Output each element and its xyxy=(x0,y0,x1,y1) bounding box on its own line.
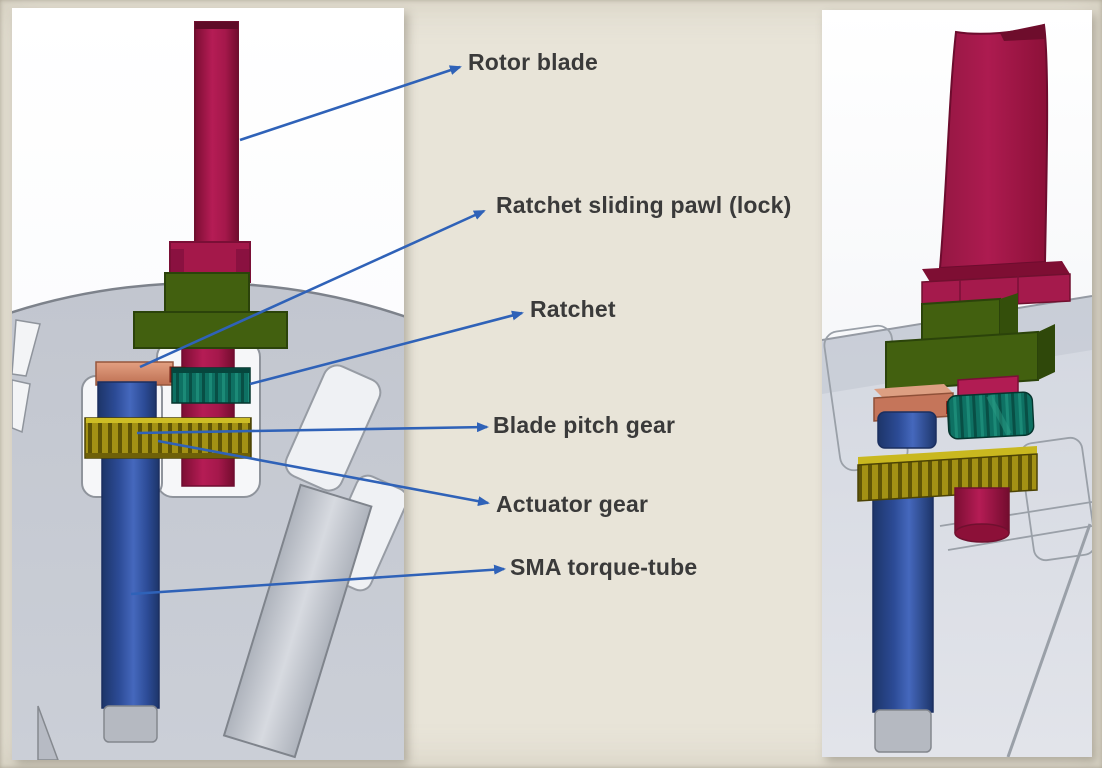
gear-top-highlight xyxy=(86,418,250,423)
hub-cutout-left-1 xyxy=(12,319,41,377)
shaft-end xyxy=(954,523,1010,543)
hub-edge-fragment xyxy=(37,705,59,760)
sma-torque-tube-collar xyxy=(877,411,937,449)
pitch-housing-stem xyxy=(164,272,250,316)
torque-tube-end-cap xyxy=(103,705,158,743)
right-view-panel xyxy=(822,10,1092,757)
rotor-blade-iso xyxy=(938,23,1049,270)
rotor-blade-top-face xyxy=(195,22,238,29)
gear-bottom-shade xyxy=(86,453,250,458)
torque-tube-end-cap-iso xyxy=(874,709,932,753)
label-ratchet: Ratchet xyxy=(530,296,616,322)
label-rotor-blade: Rotor blade xyxy=(468,49,598,75)
pawl-top-face xyxy=(874,384,953,398)
sma-torque-tube xyxy=(101,449,160,709)
actuator-and-pitch-gears xyxy=(84,417,252,459)
label-actuator-gear: Actuator gear xyxy=(496,491,649,517)
label-blade-pitch-gear: Blade pitch gear xyxy=(493,412,676,438)
blade-base-top xyxy=(922,261,1070,282)
pitch-housing-flange-side xyxy=(1038,324,1055,380)
pitch-housing-flange xyxy=(133,311,288,349)
left-view-drawing xyxy=(12,8,404,760)
ratchet-iso xyxy=(946,391,1035,440)
label-ratchet-sliding-pawl: Ratchet sliding pawl (lock) xyxy=(496,192,792,218)
left-view-panel xyxy=(12,8,404,760)
hub-cutout-left-2 xyxy=(12,379,31,434)
blade-top-face xyxy=(1000,24,1046,41)
ratchet-rim xyxy=(172,368,250,373)
rotor-blade xyxy=(194,21,239,247)
blade-base-front xyxy=(921,273,1071,310)
ratchet xyxy=(171,367,251,404)
ratchet-sheen xyxy=(986,394,1012,436)
right-view-drawing xyxy=(822,10,1092,757)
label-sma-torque-tube: SMA torque-tube xyxy=(510,554,698,580)
pitch-housing-stem-side xyxy=(1000,293,1018,339)
